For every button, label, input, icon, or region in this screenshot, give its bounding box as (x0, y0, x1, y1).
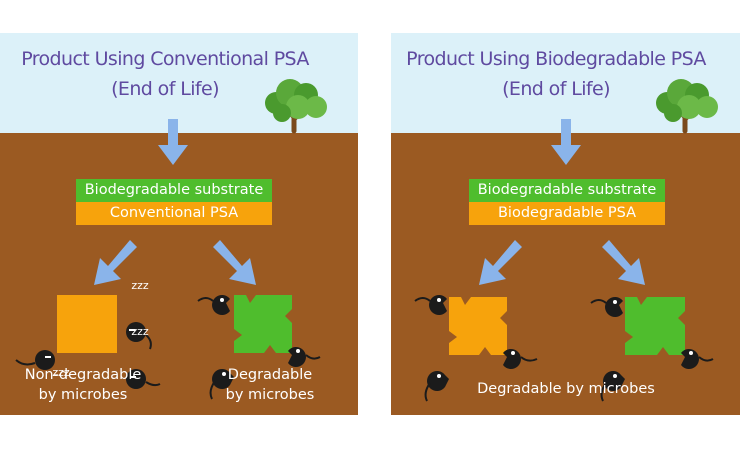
panel-subtitle: (End of Life) (111, 78, 219, 100)
sleep-mark: zzz (52, 366, 70, 379)
microbe-sleeping-icon (15, 350, 55, 370)
psa-layer: Biodegradable PSA (469, 202, 665, 225)
degraded-substrate-square (625, 297, 685, 355)
microbe-sleeping-icon (126, 322, 152, 350)
microbe-eating-icon (414, 295, 447, 315)
tree-icon (265, 79, 327, 134)
microbe-eating-icon (197, 295, 230, 315)
right-illustration (414, 79, 718, 402)
caption-line: Non-degradable (24, 367, 142, 383)
left-illustration (15, 79, 327, 400)
caption-line: Degradable (227, 367, 313, 383)
microbe-eating-icon (681, 349, 714, 369)
arrow-down-icon (158, 119, 188, 165)
arrow-down-icon (551, 119, 581, 165)
microbe-eating-icon (424, 371, 449, 402)
microbe-eating-icon (288, 347, 321, 368)
substrate-layer: Biodegradable substrate (76, 179, 272, 202)
caption: Degradable by microbes (477, 381, 655, 397)
panel-title: Product Using Conventional PSA (21, 48, 309, 70)
sleep-mark: zzz (131, 279, 149, 292)
microbe-eating-icon (503, 349, 538, 369)
psa-layer: Conventional PSA (76, 202, 272, 225)
arrow-down-right-icon (602, 240, 645, 285)
conventional-psa-panel: Product Using Conventional PSA (End of L… (0, 33, 358, 415)
caption-line: by microbes (38, 387, 128, 403)
degraded-substrate-square (234, 295, 292, 353)
degraded-psa-square (449, 297, 507, 355)
arrow-down-right-icon (213, 240, 256, 285)
tree-icon (656, 79, 718, 134)
non-degradable-psa-square (57, 295, 117, 353)
sleep-mark: zzz (131, 325, 149, 338)
microbe-sleeping-icon (126, 369, 161, 389)
panel-title: Product Using Biodegradable PSA (406, 48, 706, 70)
caption-line: by microbes (225, 387, 315, 403)
substrate-layer: Biodegradable substrate (469, 179, 665, 202)
microbe-eating-icon (209, 369, 234, 400)
biodegradable-psa-panel: Product Using Biodegradable PSA (End of … (391, 33, 740, 415)
arrow-down-left-icon (94, 240, 137, 285)
microbe-eating-icon (600, 371, 625, 402)
arrow-down-left-icon (479, 240, 522, 285)
panel-subtitle: (End of Life) (502, 78, 610, 100)
microbe-eating-icon (590, 297, 623, 318)
